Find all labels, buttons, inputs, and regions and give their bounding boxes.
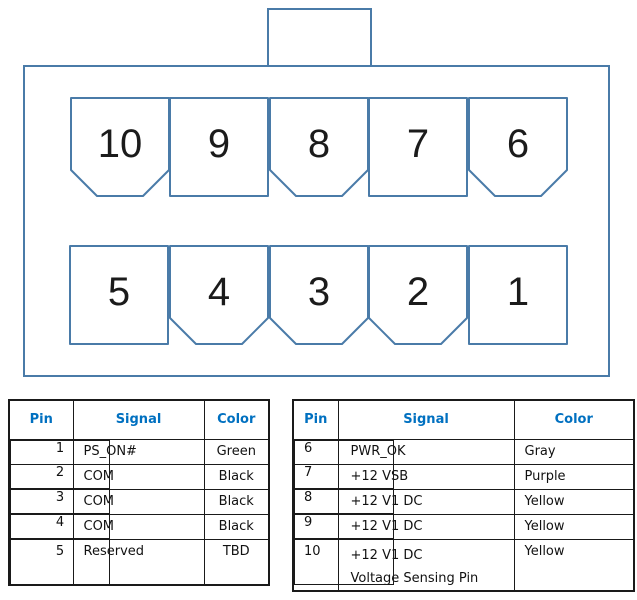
pin-cavity-1: 1 <box>468 245 568 345</box>
color-cell: Yellow <box>513 513 635 540</box>
color-cell: Black <box>203 513 270 540</box>
pin-cavity-6: 6 <box>468 97 568 197</box>
pin-cell: 9 <box>294 514 394 539</box>
table-row: 9 +12 V1 DC Yellow <box>293 513 635 540</box>
pin-cavity-square-outline <box>69 245 169 345</box>
signal-cell: +12 V1 DC <box>337 513 515 540</box>
column-header-pin: Pin <box>292 399 339 440</box>
color-cell: Yellow <box>513 538 635 591</box>
pin-cavity-chamfered-outline <box>169 245 269 345</box>
pin-cavity-7: 7 <box>368 97 468 197</box>
color-cell: TBD <box>203 538 270 586</box>
table-row: 2 COM Black <box>9 463 270 490</box>
pin-cavity-3: 3 <box>269 245 369 345</box>
pin-cell: 6 <box>294 439 394 465</box>
pin-cavity-square-outline <box>368 97 468 197</box>
color-cell: Yellow <box>513 488 635 515</box>
pin-cavity-5: 5 <box>69 245 169 345</box>
connector-latch-tab <box>267 8 372 67</box>
pin-cell: 8 <box>294 489 394 514</box>
column-header-color: Color <box>513 399 635 440</box>
signal-line-2: Voltage Sensing Pin <box>350 570 479 586</box>
signal-cell: COM <box>72 488 205 515</box>
signal-line-1: +12 V1 DC <box>350 547 423 563</box>
pin-cell: 1 <box>10 439 110 465</box>
table-row: 6 PWR_OK Gray <box>293 438 635 465</box>
pin-number: 4 <box>207 270 231 314</box>
table-row: 8 +12 V1 DC Yellow <box>293 488 635 515</box>
pin-cell: 10 <box>294 539 394 585</box>
table-row: 3 COM Black <box>9 488 270 515</box>
pin-cell: 3 <box>10 489 110 514</box>
table-row: 7 +12 VSB Purple <box>293 463 635 490</box>
table-row: 10 +12 V1 DC Voltage Sensing Pin Yellow <box>293 538 635 591</box>
pin-cavity-8: 8 <box>269 97 369 197</box>
color-cell: Black <box>203 488 270 515</box>
pin-cavity-10: 10 <box>70 97 170 197</box>
pin-number: 3 <box>307 270 331 314</box>
pin-number: 10 <box>97 122 143 166</box>
signal-cell: PWR_OK <box>337 438 515 465</box>
pin-cell: 2 <box>10 464 110 489</box>
pin-cavity-9: 9 <box>169 97 269 197</box>
color-cell: Gray <box>513 438 635 465</box>
pin-cavity-square-outline <box>169 97 269 197</box>
column-header-signal: Signal <box>337 399 515 440</box>
column-header-pin: Pin <box>8 399 74 440</box>
color-cell: Purple <box>513 463 635 490</box>
pin-cavity-chamfered-outline <box>468 97 568 197</box>
signal-cell: +12 V1 DC Voltage Sensing Pin <box>337 538 515 591</box>
pin-number: 6 <box>506 122 530 166</box>
color-cell: Green <box>203 438 270 465</box>
pin-cell: 5 <box>10 539 110 585</box>
pin-number: 1 <box>506 270 530 314</box>
pin-cavity-chamfered-outline <box>368 245 468 345</box>
pin-number: 5 <box>107 270 131 314</box>
table-header-row: Pin Signal Color <box>292 399 635 440</box>
table-row: 5 Reserved TBD <box>9 538 270 586</box>
pin-cell: 7 <box>294 464 394 489</box>
column-header-color: Color <box>203 399 270 440</box>
signal-cell: COM <box>72 513 205 540</box>
pin-cell: 4 <box>10 514 110 539</box>
table-row: 1 PS_ON# Green <box>9 438 270 465</box>
pin-number: 7 <box>406 122 430 166</box>
pin-number: 9 <box>207 122 231 166</box>
pin-cavity-square-outline <box>468 245 568 345</box>
color-cell: Black <box>203 463 270 490</box>
pin-cavity-4: 4 <box>169 245 269 345</box>
pin-table-left: Pin Signal Color 1 PS_ON# Green 2 COM Bl… <box>8 399 270 586</box>
pin-number: 8 <box>307 122 331 166</box>
signal-cell: Reserved <box>72 538 205 586</box>
table-header-row: Pin Signal Color <box>8 399 270 440</box>
pin-number: 2 <box>406 270 430 314</box>
pin-table-right: Pin Signal Color 6 PWR_OK Gray 7 +12 VSB… <box>292 399 635 592</box>
table-row: 4 COM Black <box>9 513 270 540</box>
signal-cell: PS_ON# <box>72 438 205 465</box>
column-header-signal: Signal <box>72 399 205 440</box>
pin-cavity-2: 2 <box>368 245 468 345</box>
